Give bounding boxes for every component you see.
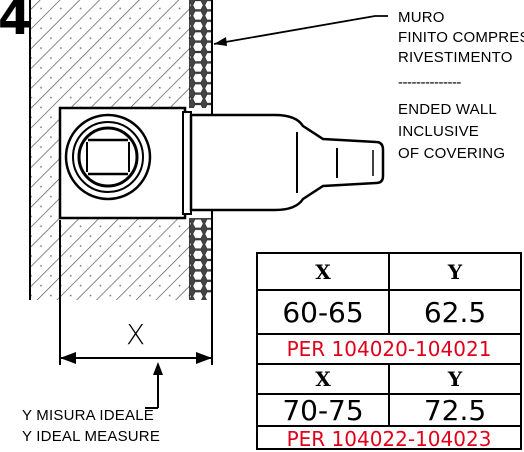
concealed-box [58,106,187,220]
wall-note-it-3: RIVESTIMENTO [398,49,513,66]
x-dimension [59,220,213,365]
y-measure-leader [145,362,163,409]
step-number: 4 [0,0,32,46]
y-value-cell: 72.5 [388,394,520,427]
dimension-table: X Y 60-65 62.5 PER 104020-104021 X Y 70-… [256,252,522,451]
measure-note-en: Y IDEAL MEASURE [22,428,161,445]
header-y: Y [388,254,520,289]
table-row: 60-65 62.5 [258,291,520,333]
table-row: 70-75 72.5 [258,393,520,427]
wall-note-it-2: FINITO COMPRESO [398,29,524,46]
wall-note-en-3: OF COVERING [398,145,506,162]
header-x: X [315,259,331,284]
product-codes: PER 104022-104023 [286,426,492,451]
wall-covering-layer [190,0,213,300]
table-header-row: X Y [258,365,520,393]
header-x: X [315,367,331,391]
measure-note-it: Y MISURA IDEALE [22,407,154,424]
product-codes-row: PER 104020-104021 [258,335,520,363]
wall-note-en-2: INCLUSIVE [398,123,479,140]
x-range-cell: 60-65 [282,295,364,329]
wall-note-it-1: MURO [398,9,445,26]
table-header-row: X Y [258,254,520,289]
wall-note-en-1: ENDED WALL [398,101,497,118]
header-y: Y [388,365,520,393]
x-range-cell: 70-75 [282,393,364,427]
product-codes-row: PER 104022-104023 [258,426,520,451]
product-codes: PER 104020-104021 [286,337,492,361]
wall-note-separator: -------------- [398,74,461,91]
y-value-cell: 62.5 [388,291,520,333]
spout [182,111,385,215]
dimension-x-label: X [126,318,146,351]
masonry-wall [29,0,191,300]
wall-leader-line [213,15,388,46]
